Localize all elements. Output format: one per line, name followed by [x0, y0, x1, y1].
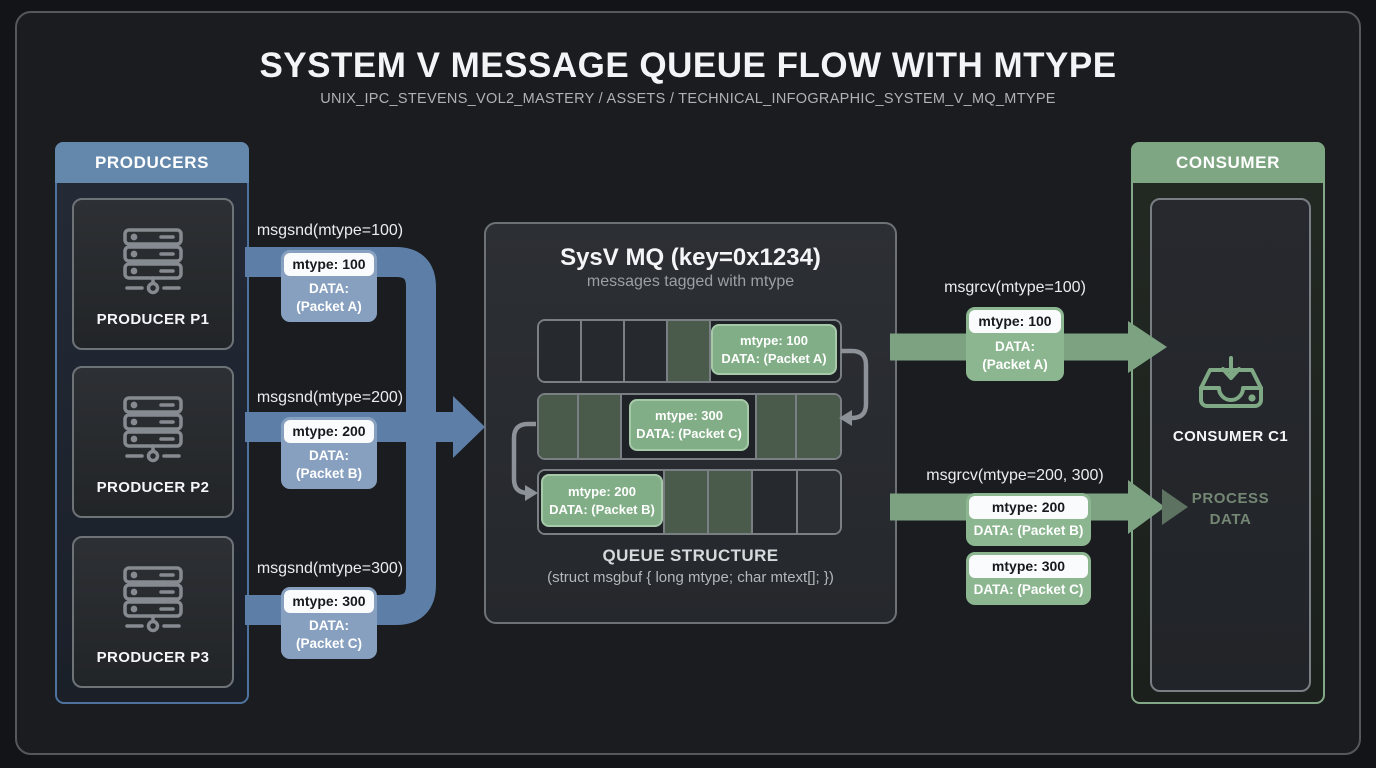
queue-cell-dark [582, 321, 625, 381]
server-icon [113, 566, 193, 639]
packet-data-body: DATA: (Packet B) [973, 523, 1084, 539]
process-data-line1: PROCESS [1191, 490, 1270, 507]
packet-data-line1: DATA: [309, 617, 349, 633]
packet-card-c3: mtype: 300 DATA: (Packet C) [966, 552, 1091, 605]
queue-cell-dark2 [798, 471, 840, 533]
queue-packet-line2: DATA: (Packet B) [549, 501, 655, 517]
packet-data-line2: (Packet C) [295, 635, 363, 651]
queue-title: SysV MQ (key=0x1234) [560, 244, 821, 271]
producer-p3-box: PRODUCER P3 [72, 536, 234, 688]
producer-p2-label: PRODUCER P2 [96, 479, 210, 496]
producer-p3-label: PRODUCER P3 [96, 649, 210, 666]
queue-cell-green [797, 395, 840, 458]
queue-packet-mtype-100: mtype: 100 DATA: (Packet A) [711, 324, 837, 375]
packet-card-p3: mtype: 300 DATA: (Packet C) [281, 587, 377, 659]
queue-structure-title: QUEUE STRUCTURE [602, 546, 779, 565]
packet-card-c2: mtype: 200 DATA: (Packet B) [966, 493, 1091, 546]
server-icon [113, 396, 193, 469]
msgsnd-label-2: msgsnd(mtype=200) [256, 389, 404, 406]
consumer-panel-header: CONSUMER [1131, 142, 1325, 183]
producer-p1-label: PRODUCER P1 [96, 311, 210, 328]
page-title: SYSTEM V MESSAGE QUEUE FLOW WITH MTYPE [259, 46, 1117, 85]
queue-subtitle: messages tagged with mtype [586, 273, 795, 290]
queue-cell-dark [753, 471, 798, 533]
packet-data-body: DATA: (Packet C) [973, 582, 1084, 598]
queue-packet-mtype-200: mtype: 200 DATA: (Packet B) [541, 474, 663, 527]
queue-cell-green [665, 471, 709, 533]
queue-cell-green [579, 395, 622, 458]
consumer-panel: CONSUMER CONSUMER C1 PROCESS DATA [1131, 142, 1325, 704]
packet-mtype-header: mtype: 300 [284, 590, 374, 613]
msgrcv-label-1: msgrcv(mtype=100) [944, 279, 1086, 296]
consumer-c1-label: CONSUMER C1 [1172, 428, 1289, 445]
packet-card-c1: mtype: 100 DATA: (Packet A) [966, 307, 1064, 381]
queue-cell-green [539, 395, 579, 458]
packet-mtype-header: mtype: 200 [969, 496, 1088, 519]
msgsnd-label-1: msgsnd(mtype=100) [256, 222, 404, 239]
packet-data-line2: (Packet A) [296, 298, 362, 314]
packet-data-line1: DATA: [309, 280, 349, 296]
process-data-line2: DATA [1209, 511, 1252, 528]
packet-mtype-header: mtype: 200 [284, 420, 374, 443]
packet-mtype-header: mtype: 100 [284, 253, 374, 276]
queue-cell-dark [539, 321, 582, 381]
queue-packet-line2: DATA: (Packet A) [721, 350, 827, 366]
producers-panel: PRODUCERS PRODUCER P1 [55, 142, 249, 704]
queue-packet-line2: DATA: (Packet C) [636, 426, 742, 441]
packet-data-body: DATA: (Packet A) [969, 333, 1061, 378]
packet-data-line2: (Packet B) [295, 465, 363, 481]
process-data-label: PROCESS DATA [1152, 488, 1309, 530]
packet-data-line1: DATA: [995, 338, 1035, 354]
queue-packet-mtype-300: mtype: 300 DATA: (Packet C) [629, 399, 749, 451]
page-subtitle: UNIX_IPC_STEVENS_VOL2_MASTERY / ASSETS /… [320, 91, 1056, 107]
queue-cell-green [668, 321, 711, 381]
packet-data-body: DATA: (Packet B) [284, 443, 374, 486]
producer-p2-box: PRODUCER P2 [72, 366, 234, 518]
server-icon [113, 228, 193, 301]
packet-data-body: DATA: (Packet A) [284, 276, 374, 319]
producers-panel-header: PRODUCERS [55, 142, 249, 183]
msgrcv-label-2: msgrcv(mtype=200, 300) [926, 467, 1104, 484]
packet-data-line2: (Packet A) [982, 356, 1048, 372]
queue-cell-green [757, 395, 797, 458]
msgsnd-label-3: msgsnd(mtype=300) [256, 560, 404, 577]
queue-cell-green [709, 471, 753, 533]
packet-card-p1: mtype: 100 DATA: (Packet A) [281, 250, 377, 322]
queue-cell-dark [625, 321, 668, 381]
consumer-c1-box: CONSUMER C1 PROCESS DATA [1150, 198, 1311, 692]
packet-data-body: DATA: (Packet C) [284, 613, 374, 656]
queue-packet-line1: mtype: 300 [655, 408, 723, 424]
inbox-icon [1195, 356, 1267, 423]
queue-packet-line1: mtype: 100 [740, 332, 808, 348]
producer-p1-box: PRODUCER P1 [72, 198, 234, 350]
packet-mtype-header: mtype: 100 [969, 310, 1061, 333]
packet-mtype-header: mtype: 300 [969, 555, 1088, 578]
packet-card-p2: mtype: 200 DATA: (Packet B) [281, 417, 377, 489]
queue-packet-line1: mtype: 200 [568, 483, 636, 499]
packet-data-line1: DATA: [309, 447, 349, 463]
queue-structure-code: (struct msgbuf { long mtype; char mtext[… [547, 569, 834, 586]
